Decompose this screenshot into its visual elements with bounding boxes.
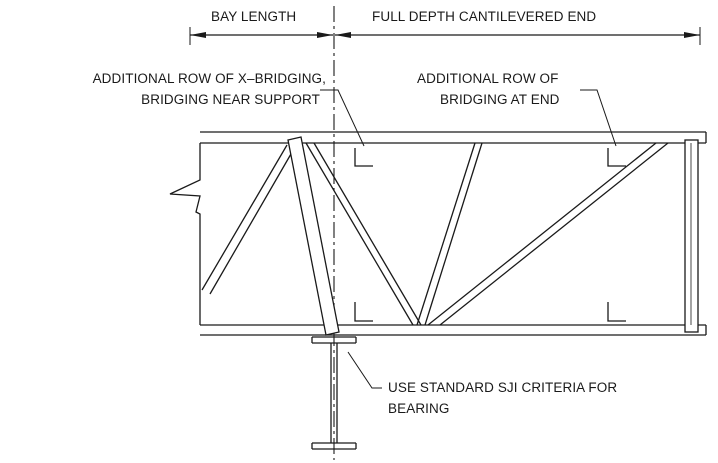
bearing-member (287, 136, 340, 336)
top-chord (200, 131, 707, 144)
bearing-callout-line2: BEARING (388, 401, 450, 416)
bearing-callout-line1: USE STANDARD SJI CRITERIA FOR (388, 380, 618, 395)
break-line (169, 143, 201, 325)
bridging-angles (354, 148, 626, 322)
end-bridging-leader (580, 89, 617, 147)
bearing-leader (347, 351, 382, 389)
bottom-chord (200, 324, 707, 336)
web-members (201, 142, 669, 326)
bay-length-label: BAY LENGTH (211, 9, 297, 24)
support-column (311, 336, 357, 450)
x-bridging-callout-line2: BRIDGING NEAR SUPPORT (141, 92, 320, 107)
bay-length-dimension (189, 27, 333, 45)
x-bridging-callout-line1: ADDITIONAL ROW OF X–BRIDGING, (92, 71, 326, 86)
end-vertical (684, 139, 699, 333)
cantilever-dimension (335, 27, 701, 45)
x-bridging-leader (320, 89, 365, 147)
end-bridging-callout-line1: ADDITIONAL ROW OF (417, 71, 559, 86)
cantilever-length-label: FULL DEPTH CANTILEVERED END (372, 9, 597, 24)
end-bridging-callout-line2: BRIDGING AT END (440, 92, 560, 107)
